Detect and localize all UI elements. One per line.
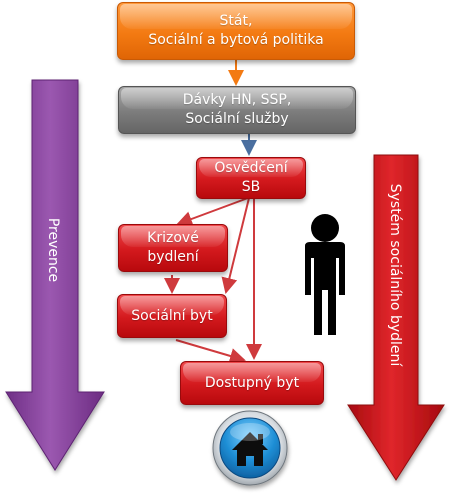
node-socialni-byt: Sociální byt (117, 294, 227, 338)
node-davky: Dávky HN, SSP, Sociální služby (118, 86, 356, 134)
node-stat: Stát, Sociální a bytová politika (117, 2, 355, 60)
node-osvedceni: Osvědčení SB (196, 157, 306, 199)
red-connectors (164, 197, 262, 364)
system-socialniho-bydleni-label: Systém sociálního bydlení (387, 183, 403, 367)
node-dostupny-byt: Dostupný byt (180, 361, 324, 405)
prevence-label: Prevence (45, 217, 61, 283)
prevence-arrow (5, 79, 105, 471)
home-icon[interactable] (212, 410, 288, 486)
system-socialniho-bydleni-arrow (347, 154, 445, 481)
node-krizove-bydleni: Krizové bydlení (118, 224, 228, 272)
person-silhouette-icon (305, 214, 345, 335)
